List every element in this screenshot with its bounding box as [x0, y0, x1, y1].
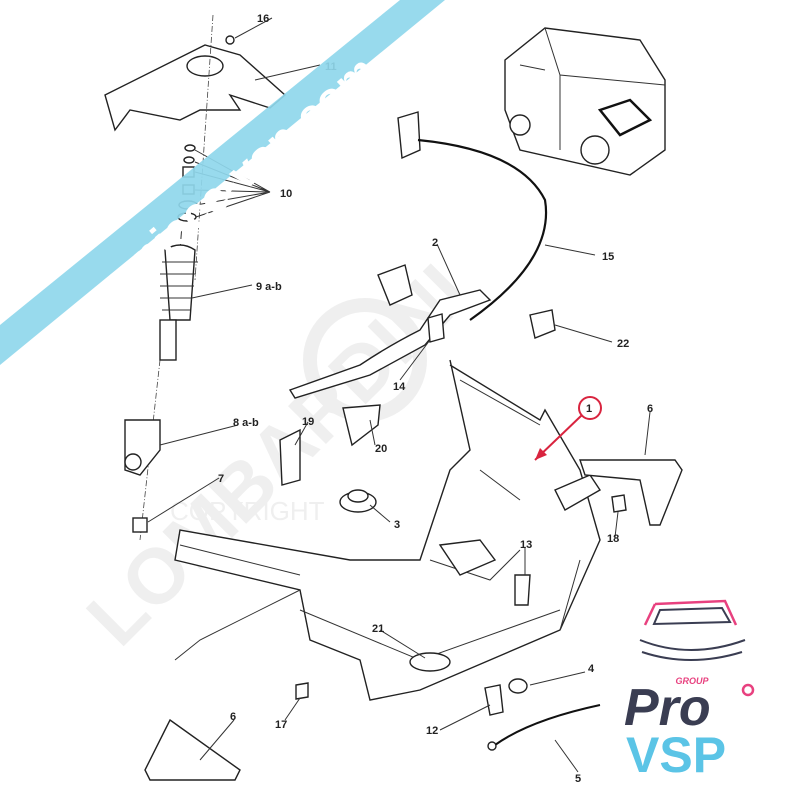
logo-vsp: VSP — [626, 727, 726, 783]
callout-17: 17 — [275, 719, 287, 731]
callout-9: 9 a-b — [256, 281, 282, 293]
callout-20: 20 — [375, 443, 387, 455]
callout-6-lower: 6 — [230, 711, 236, 723]
callout-1: 1 — [586, 403, 592, 415]
callout-2: 2 — [432, 237, 438, 249]
callout-14: 14 — [393, 381, 406, 393]
callout-22: 22 — [617, 338, 629, 350]
callout-5: 5 — [575, 773, 581, 785]
provsp-logo: GROUP Pro VSP — [624, 599, 755, 783]
logo-group: GROUP — [675, 676, 709, 686]
callout-3: 3 — [394, 519, 400, 531]
callout-8: 8 a-b — [233, 417, 259, 429]
car-thumbnail — [504, 27, 666, 176]
callout-18: 18 — [607, 533, 619, 545]
callout-6-upper: 6 — [647, 403, 653, 415]
callout-19: 19 — [302, 416, 314, 428]
callout-16: 16 — [257, 13, 269, 25]
watermark-copyright: COPYRIGHT — [170, 496, 325, 526]
logo-pro: Pro — [624, 679, 711, 737]
callout-10: 10 — [280, 188, 292, 200]
highlight-marker — [534, 396, 602, 461]
shock-absorber — [159, 224, 198, 361]
callout-13: 13 — [520, 539, 532, 551]
callout-12: 12 — [426, 725, 438, 737]
callout-7: 7 — [218, 473, 224, 485]
callout-21: 21 — [372, 623, 384, 635]
callout-4: 4 — [588, 663, 595, 675]
splash-shield — [104, 44, 287, 132]
callout-15: 15 — [602, 251, 614, 263]
